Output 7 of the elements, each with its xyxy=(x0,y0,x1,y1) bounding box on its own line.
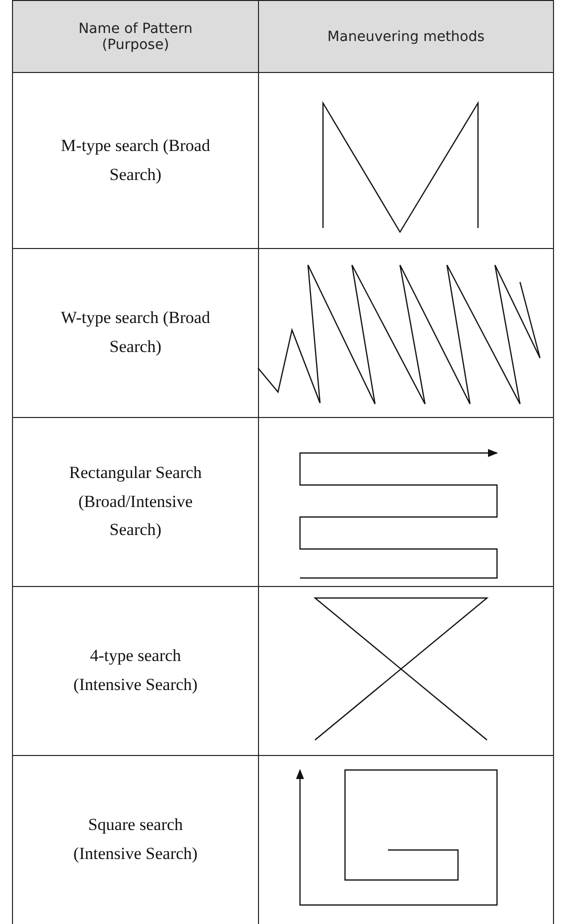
column-header: Name of Pattern (Purpose) xyxy=(77,20,194,52)
pattern-name: Square search (Intensive Search) xyxy=(72,814,199,865)
pattern-name: 4-type search (Intensive Search) xyxy=(72,645,199,696)
pattern-name: Rectangular Search (Broad/Intensive Search) xyxy=(68,462,203,542)
pattern-name: M-type search (Broad Search) xyxy=(60,134,212,186)
column-header: Maneuvering methods xyxy=(327,28,485,44)
pattern-name: W-type search (Broad Search) xyxy=(60,307,212,358)
